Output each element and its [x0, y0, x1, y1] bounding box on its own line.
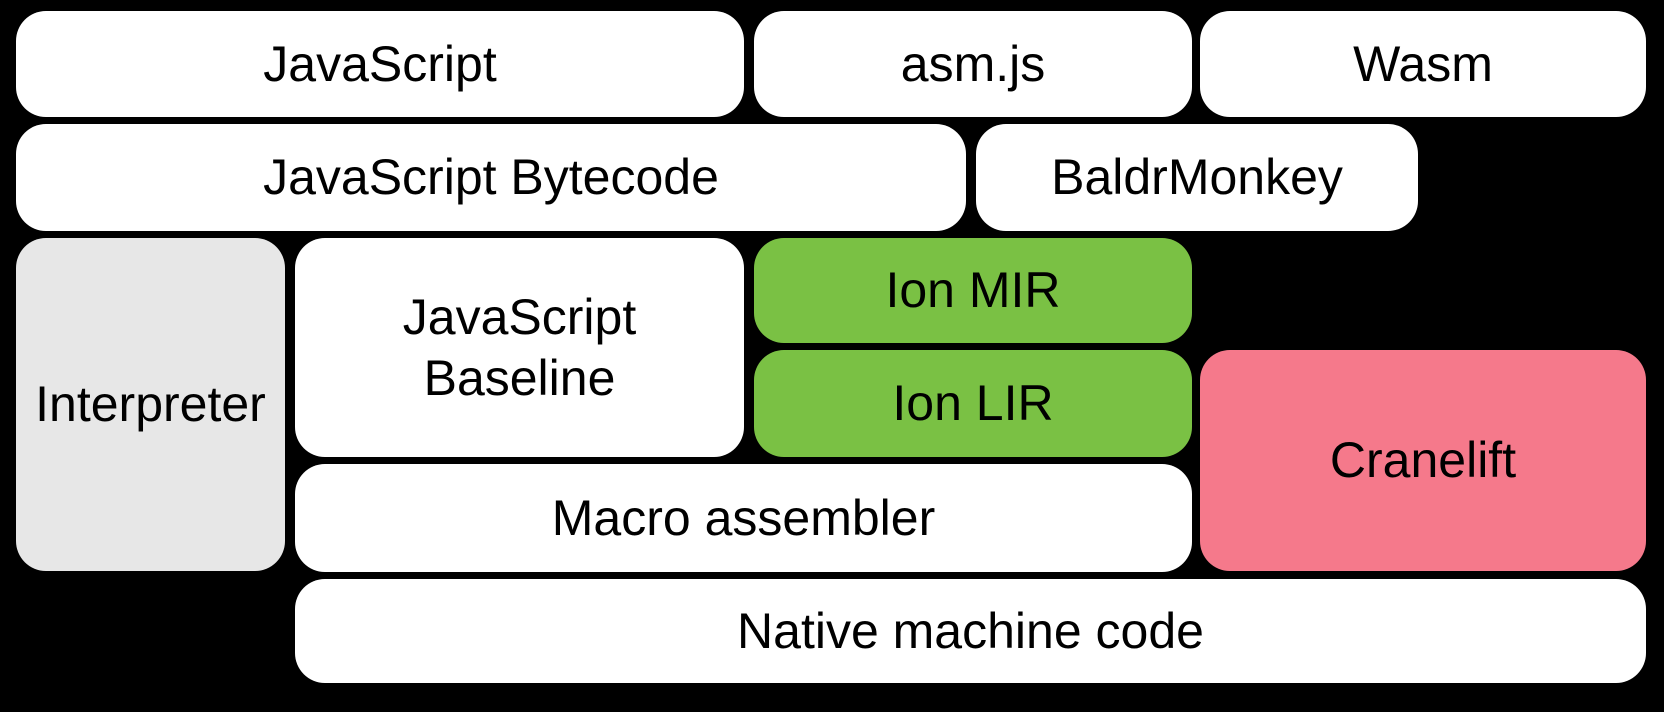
node-ion-lir: Ion LIR: [754, 350, 1192, 457]
node-interpreter-label: Interpreter: [35, 376, 266, 432]
node-wasm: Wasm: [1200, 11, 1646, 117]
node-javascript: JavaScript: [16, 11, 744, 117]
node-native-machine-code: Native machine code: [295, 579, 1646, 683]
node-wasm-label: Wasm: [1353, 35, 1493, 92]
node-javascript-bytecode-label: JavaScript Bytecode: [263, 149, 719, 205]
node-baldrmonkey: BaldrMonkey: [976, 124, 1418, 231]
node-ion-mir-label: Ion MIR: [885, 262, 1061, 318]
node-cranelift: Cranelift: [1200, 350, 1646, 571]
node-ion-lir-label: Ion LIR: [892, 375, 1054, 431]
node-javascript-baseline-label: JavaScript Baseline: [402, 288, 637, 406]
node-native-machine-code-label: Native machine code: [737, 602, 1204, 659]
node-cranelift-label: Cranelift: [1329, 432, 1517, 488]
node-baldrmonkey-label: BaldrMonkey: [1051, 149, 1343, 205]
node-asmjs: asm.js: [754, 11, 1192, 117]
node-javascript-baseline: JavaScript Baseline: [295, 238, 744, 457]
node-macro-assembler: Macro assembler: [295, 464, 1192, 572]
node-javascript-bytecode: JavaScript Bytecode: [16, 124, 966, 231]
node-ion-mir: Ion MIR: [754, 238, 1192, 343]
node-interpreter: Interpreter: [16, 238, 285, 571]
node-javascript-label: JavaScript: [263, 35, 497, 92]
node-asmjs-label: asm.js: [900, 35, 1046, 92]
node-macro-assembler-label: Macro assembler: [551, 489, 936, 546]
